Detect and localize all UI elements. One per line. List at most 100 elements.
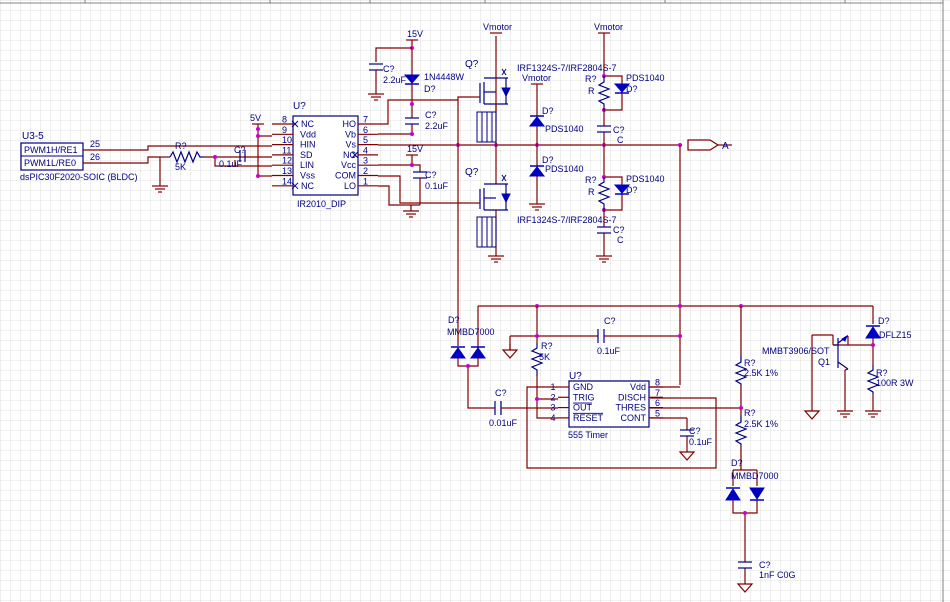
resistor-divider-2[interactable]: R? 2.5K 1% <box>734 408 778 445</box>
timer-left-pin-num: 4 <box>550 413 555 423</box>
driver-left-pin-num: 11 <box>282 145 291 155</box>
mosfet-low-side[interactable]: Q? IRF1324S-7/IRF2804S-7 <box>465 145 617 263</box>
capacitor-555-input-value: 0.01uF <box>489 418 518 428</box>
driver-left-pin-name: Vss <box>300 171 316 181</box>
resistor-divider-1-ref: R? <box>744 358 756 368</box>
timer-left-pin-name: OUT <box>573 403 593 413</box>
timer-right-pin-name: CONT <box>621 413 647 423</box>
resistor-snubber-high-value: R <box>588 86 595 96</box>
rail-vmotor-mid-label: Vmotor <box>522 73 551 83</box>
capacitor-vcc[interactable]: C? 0.1uF <box>413 170 449 191</box>
diode-mmbd7000-1[interactable]: D? MMBD7000 <box>447 315 495 368</box>
rail-vmotor-high-label: Vmotor <box>483 22 512 32</box>
resistor-snubber-low-value: R <box>588 187 595 197</box>
capacitor-vb-value: 2.2uF <box>425 121 449 131</box>
driver-right-pin-num: 1 <box>363 176 368 186</box>
diode-pds1[interactable]: D? PDS1040 <box>528 106 584 134</box>
capacitor-input-ref: C? <box>234 145 246 155</box>
transistor-q1[interactable]: MMBT3906/SOT Q1 <box>762 334 849 371</box>
resistor-snubber-high[interactable]: R? R <box>585 74 611 110</box>
diode-pds3-ref: D? <box>626 84 638 94</box>
capacitor-bootstrap-top[interactable]: C? 2.2uF <box>369 63 407 85</box>
diode-mmbd7000-2[interactable]: D? MMBD7000 <box>725 458 779 501</box>
diode-pds4[interactable]: PDS1040 D? <box>613 174 665 195</box>
driver-left-pin-name: NC <box>301 181 314 191</box>
timer-left-pin-name: GND <box>573 382 594 392</box>
capacitor-snubber-low-value: C <box>617 235 624 245</box>
rail-5v-label: 5V <box>250 113 261 123</box>
timer-right-pin-num: 7 <box>655 388 660 398</box>
capacitor-output-value: 1nF C0G <box>759 570 796 580</box>
resistor-divider-1-value: 2.5K 1% <box>744 368 778 378</box>
timer-right-pin-name: DISCH <box>618 392 646 402</box>
capacitor-output-ref: C? <box>759 560 771 570</box>
diode-pds1-value: PDS1040 <box>545 124 584 134</box>
resistor-snubber-low[interactable]: R? R <box>585 175 611 210</box>
driver-left-pin-num: 12 <box>282 156 292 166</box>
resistor-divider-1[interactable]: R? 2.5K 1% <box>734 356 778 385</box>
timer-left-pin-num: 1 <box>550 382 555 392</box>
diode-mmbd2-value: MMBD7000 <box>731 471 779 481</box>
rail-vmotor-right-label: Vmotor <box>594 22 623 32</box>
capacitor-snubber-low[interactable]: C? C <box>597 225 625 245</box>
capacitor-vb[interactable]: C? 2.2uF <box>405 110 449 131</box>
resistor-555[interactable]: R? 5K <box>530 341 553 376</box>
driver-left-pin-num: 10 <box>282 135 292 145</box>
timer-right-pin-name: THRES <box>615 403 646 413</box>
driver-left-pin-name: HIN <box>300 140 316 150</box>
diode-bootstrap[interactable]: 1N4448W D? <box>403 72 465 94</box>
driver-left-pin-num: 14 <box>282 176 292 186</box>
driver-right-pin-name: HO <box>343 119 357 129</box>
connector-ref: U3-5 <box>22 131 44 142</box>
diode-mmbd1-ref: D? <box>448 315 460 325</box>
capacitor-555-cont[interactable]: C? 0.1uF <box>680 426 713 447</box>
diode-zener[interactable]: D? DFLZ15 <box>865 316 912 340</box>
timer-left-pin-num: 3 <box>550 403 555 413</box>
rail-15v-vcc: 15V <box>406 144 423 167</box>
connector-pin-25-name: PWM1H/RE1 <box>24 145 78 155</box>
capacitor-vb-ref: C? <box>425 110 437 120</box>
capacitor-vcc-value: 0.1uF <box>425 181 449 191</box>
diode-bootstrap-value: 1N4448W <box>424 72 465 82</box>
driver-left-pin-name: LIN <box>300 160 314 170</box>
resistor-zener-ref: R? <box>876 368 888 378</box>
driver-name: IR2010_DIP <box>297 199 346 209</box>
rail-vmotor-high: Vmotor <box>483 22 512 112</box>
capacitor-input[interactable]: C? 0.1uF <box>219 145 246 169</box>
timer-right-pin-name: Vdd <box>630 382 646 392</box>
timer-left-pin-name: TRIG <box>573 392 595 402</box>
connector-u3-5[interactable]: U3-5 PWM1H/RE1 PWM1L/RE0 25 26 dsPIC30F2… <box>20 131 138 182</box>
capacitor-bootstrap-top-ref: C? <box>383 64 395 74</box>
driver-right-pin-name: Vb <box>345 129 356 139</box>
diode-pds2[interactable]: D? PDS1040 <box>528 145 584 211</box>
timer-ref: U? <box>569 371 582 382</box>
driver-left-pin-num: 8 <box>282 115 287 125</box>
capacitor-bootstrap-top-value: 2.2uF <box>383 75 407 85</box>
resistor-input-ref: R? <box>175 141 187 151</box>
capacitor-output[interactable]: C? 1nF C0G <box>738 560 796 580</box>
resistor-zener[interactable]: R? 100R 3W <box>866 365 914 394</box>
diode-pds2-value: PDS1040 <box>545 164 584 174</box>
capacitor-snubber-high-value: C <box>617 135 624 145</box>
diode-pds3[interactable]: PDS1040 D? <box>613 73 665 94</box>
capacitor-555-input[interactable]: C? 0.01uF <box>489 388 518 428</box>
timer-left-pin-num: 2 <box>550 392 555 402</box>
mosfet-high-ref: Q? <box>465 59 479 70</box>
capacitor-555-top[interactable]: C? 0.1uF <box>597 316 621 356</box>
resistor-input[interactable]: R? 5K <box>169 141 203 172</box>
capacitor-555-cont-ref: C? <box>689 426 701 436</box>
mosfet-low-value: IRF1324S-7/IRF2804S-7 <box>517 215 617 225</box>
output-port-a[interactable]: A <box>687 139 732 152</box>
diode-zener-ref: D? <box>878 316 890 326</box>
driver-left-pin-name: Vdd <box>300 129 316 139</box>
timer-right-pin-num: 5 <box>655 408 660 418</box>
diode-pds4-ref: D? <box>626 185 638 195</box>
driver-right-pin-num: 2 <box>363 166 368 176</box>
capacitor-snubber-high[interactable]: C? C <box>597 125 625 145</box>
driver-right-pin-name: NC <box>343 150 356 160</box>
diode-mmbd1-value: MMBD7000 <box>447 327 495 337</box>
driver-ref: U? <box>293 101 306 112</box>
